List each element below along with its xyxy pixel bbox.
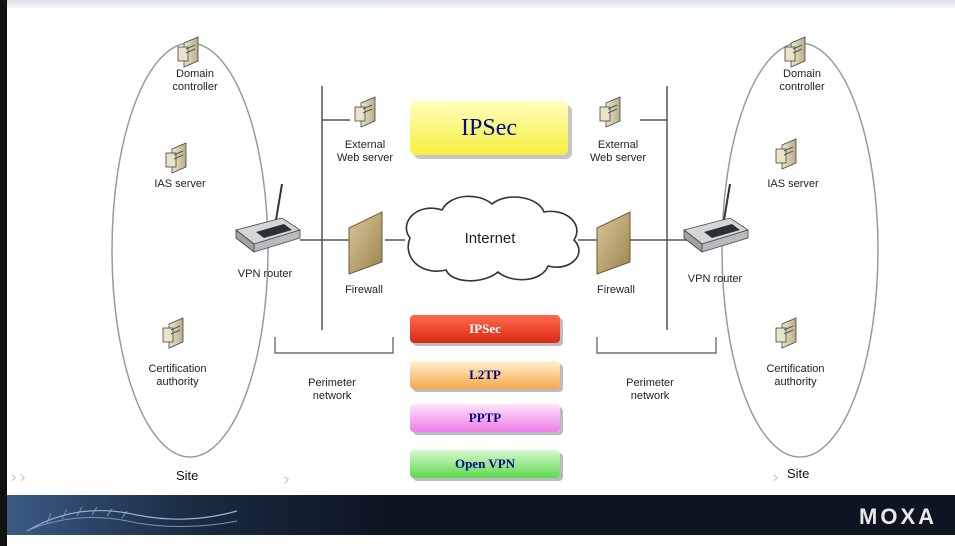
left-site-boundary [111, 42, 269, 458]
right-web-server-icon [599, 96, 621, 128]
left-firewall-icon [348, 211, 383, 275]
right-ias-server-icon [775, 138, 797, 170]
left-web-server-label: External Web server [336, 139, 394, 164]
left-perimeter-network-label: Perimeter network [308, 377, 356, 402]
right-web-server-label: External Web server [589, 139, 647, 164]
left-domain-controller-icon [177, 36, 199, 68]
right-firewall-icon [596, 211, 631, 275]
main-protocol-banner: IPSec [410, 101, 568, 155]
right-perimeter-bracket [596, 337, 717, 354]
right-domain-controller-icon [784, 36, 806, 68]
left-vpn-router-label: VPN router [237, 268, 293, 280]
bridge-logo-icon [26, 506, 238, 532]
left-certification-authority-label: Certification authority [148, 363, 207, 388]
left-web-server-icon [354, 96, 376, 128]
protocol-pptp: PPTP [410, 404, 560, 432]
left-ias-server-label: IAS server [154, 178, 206, 190]
right-firewall-label: Firewall [597, 284, 635, 296]
chevron-right-icon: › › [10, 467, 27, 488]
right-perimeter-network-label: Perimeter network [626, 377, 674, 402]
left-site-label: Site [176, 468, 199, 483]
right-vpn-router-icon [683, 183, 749, 253]
left-vpn-router-icon [235, 183, 301, 253]
right-site-label: Site [787, 466, 810, 481]
left-ias-server-icon [165, 142, 187, 174]
footer-bottom-strip [7, 535, 955, 546]
left-border [0, 0, 7, 546]
left-perimeter-bracket [274, 337, 394, 354]
chevron-right-icon: › [283, 469, 291, 490]
right-ias-server-label: IAS server [767, 178, 819, 190]
top-strip [0, 0, 955, 8]
brand-logo: MOXA [859, 504, 937, 529]
internet-cloud [405, 195, 580, 282]
right-domain-controller-label: Domain controller [779, 68, 825, 93]
left-firewall-label: Firewall [345, 284, 383, 296]
left-domain-controller-label: Domain controller [172, 68, 218, 93]
protocol-ipsec: IPSec [410, 315, 560, 343]
footer-bar [7, 495, 955, 535]
right-vpn-router-label: VPN router [687, 273, 743, 285]
right-certification-authority-label: Certification authority [766, 363, 825, 388]
chevron-right-icon: › [772, 467, 780, 488]
left-certification-authority-icon [162, 317, 184, 349]
protocol-openvpn: Open VPN [410, 450, 560, 478]
right-certification-authority-icon [775, 317, 797, 349]
internet-label: Internet [464, 230, 516, 247]
right-site-boundary [721, 42, 879, 458]
protocol-l2tp: L2TP [410, 361, 560, 389]
